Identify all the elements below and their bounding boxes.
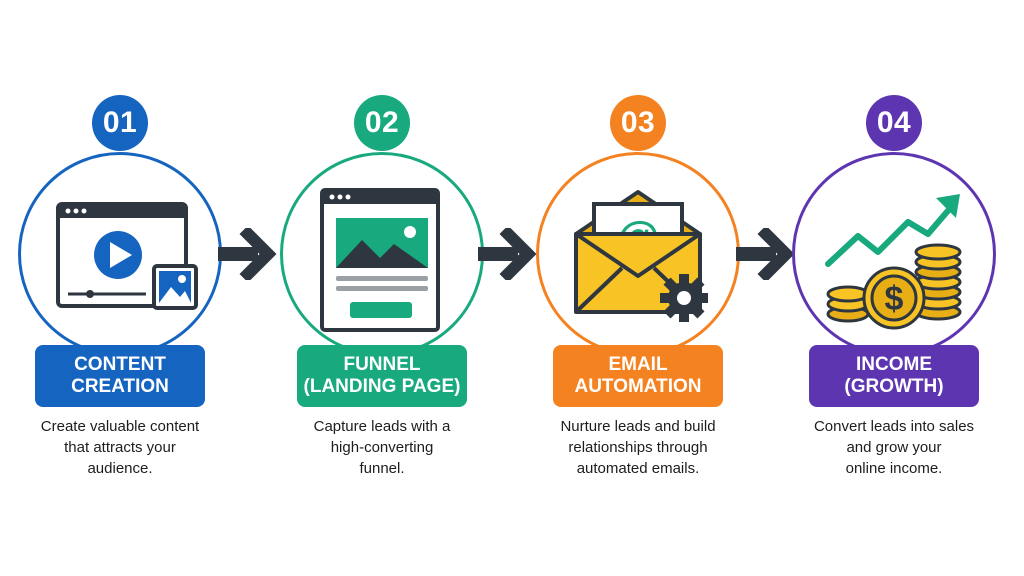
coins-growth-icon: $ <box>825 194 962 330</box>
video-player-icon <box>56 202 198 310</box>
step-number-badge: 01 <box>92 95 148 151</box>
step-number-badge: 02 <box>354 95 410 151</box>
step-funnel: 02 FUNNEL (LANDING PAGE) Capture leads w… <box>267 0 497 576</box>
svg-text:$: $ <box>885 280 904 318</box>
step-title: EMAIL AUTOMATION <box>553 345 723 407</box>
step-description: Nurture leads and build relationships th… <box>560 418 716 477</box>
step-description: Create valuable content that attracts yo… <box>40 418 200 477</box>
step-number-badge: 03 <box>610 95 666 151</box>
step-description: Convert leads into sales and grow your o… <box>813 418 975 477</box>
step-income-growth: 04 $ INCOME (GROWTH) <box>779 0 1009 576</box>
step-content-creation: 01 CONTENT CREATION Create valuable cont… <box>5 0 235 576</box>
step-number-badge: 04 <box>866 95 922 151</box>
arrow-right-icon <box>478 228 537 280</box>
arrow-right-icon <box>736 228 795 280</box>
email-gear-icon: @ <box>574 190 708 322</box>
step-email-automation: 03 @ <box>523 0 753 576</box>
step-description: Capture leads with a high-converting fun… <box>313 418 451 477</box>
step-title: FUNNEL (LANDING PAGE) <box>297 345 467 407</box>
landing-page-icon <box>320 188 440 332</box>
arrow-right-icon <box>218 228 277 280</box>
step-title: CONTENT CREATION <box>35 345 205 407</box>
step-title: INCOME (GROWTH) <box>809 345 979 407</box>
